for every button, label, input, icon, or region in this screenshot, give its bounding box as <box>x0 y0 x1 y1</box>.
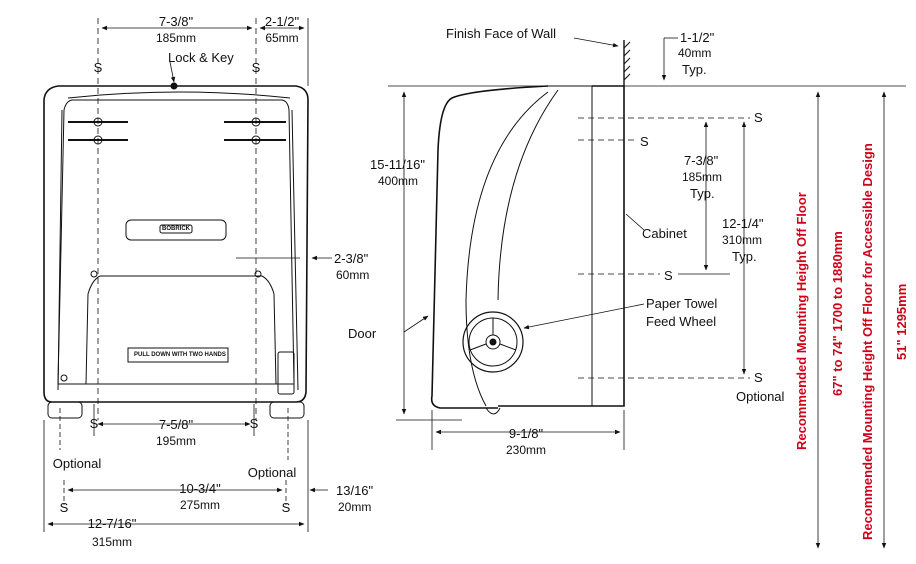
dim-upper-imperial: 7-3/8" <box>684 153 719 168</box>
dim-side-metric: 60mm <box>336 268 370 282</box>
dim-overall-imperial: 12-7/16" <box>87 516 137 531</box>
optional-right-label: Optional <box>247 465 297 480</box>
dim-lower-imperial: 12-1/4" <box>722 216 764 231</box>
dim-top-left-metric: 185mm <box>155 31 197 45</box>
front-view-dimensions <box>43 18 332 532</box>
side-view-dispenser <box>430 40 631 415</box>
optional-left-label: Optional <box>52 456 102 471</box>
dim-depth-metric: 230mm <box>505 443 547 457</box>
door-label: Door <box>348 326 377 341</box>
dim-top-right-imperial: 2-1/2" <box>264 14 300 29</box>
screw-marker-front-top-left: S <box>93 60 103 75</box>
dim-height-imperial: 15-11/16" <box>370 157 425 172</box>
dim-top-imperial: 1-1/2" <box>680 30 715 45</box>
dim-side-imperial: 2-3/8" <box>334 251 369 266</box>
screw-marker-front-inner-right: S <box>249 416 259 431</box>
screw-marker-side-3: S <box>664 268 673 283</box>
feed-wheel-label-line1: Paper Towel <box>646 296 718 311</box>
dim-top-note: Typ. <box>682 62 707 77</box>
front-view-dispenser <box>43 82 309 419</box>
feed-wheel-label-line2: Feed Wheel <box>646 314 717 329</box>
mounting-height-title: Recommended Mounting Height Off Floor <box>794 192 809 450</box>
dim-mid-metric: 275mm <box>179 498 221 512</box>
screw-marker-front-bottom-left: S <box>59 500 69 515</box>
dim-upper-metric: 185mm <box>682 170 723 184</box>
dim-top-metric: 40mm <box>678 46 712 60</box>
mounting-height-value: 67" to 74" 1700 to 1880mm <box>830 231 845 396</box>
screw-marker-side-4: S <box>754 370 763 385</box>
dim-lower-note: Typ. <box>732 249 757 264</box>
dim-top-right-metric: 65mm <box>265 31 299 45</box>
side-view-dimensions <box>388 37 906 549</box>
dim-upper-note: Typ. <box>690 186 715 201</box>
accessible-height-value: 51" 1295mm <box>894 283 909 360</box>
dim-inner-metric: 195mm <box>155 434 197 448</box>
optional-side-label: Optional <box>736 389 785 404</box>
dim-height-metric: 400mm <box>378 174 419 188</box>
screw-marker-front-inner-left: S <box>89 416 99 431</box>
screw-marker-front-top-right: S <box>251 60 261 75</box>
accessible-height-title: Recommended Mounting Height Off Floor fo… <box>860 143 875 540</box>
cabinet-label: Cabinet <box>642 226 687 241</box>
dim-depth-imperial: 9-1/8" <box>508 426 544 441</box>
dim-overall-metric: 315mm <box>91 535 133 549</box>
pull-label: PULL DOWN WITH TWO HANDS <box>134 352 226 358</box>
brand-logo: BOBRICK <box>162 226 190 232</box>
screw-marker-side-1: S <box>754 110 763 125</box>
screw-marker-side-2: S <box>640 134 649 149</box>
dim-inner-imperial: 7-5/8" <box>158 417 194 432</box>
dim-lower-metric: 310mm <box>722 233 763 247</box>
dim-side-bottom-metric: 20mm <box>338 500 372 514</box>
dim-top-left-imperial: 7-3/8" <box>158 14 194 29</box>
lock-key-label: Lock & Key <box>168 50 234 65</box>
dim-mid-imperial: 10-3/4" <box>179 481 221 496</box>
dim-side-bottom-imperial: 13/16" <box>336 483 374 498</box>
screw-marker-front-bottom-right: S <box>281 500 291 515</box>
finish-face-label: Finish Face of Wall <box>446 26 557 41</box>
